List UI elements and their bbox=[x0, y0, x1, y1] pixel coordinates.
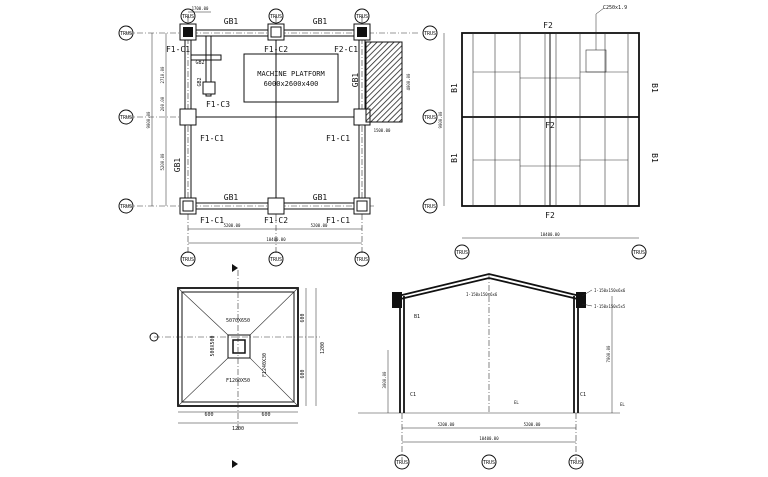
footing-detail: 5070X650 500X500 F1200X50 F1240X30 600 6… bbox=[149, 264, 326, 468]
dim-bottom-total: 10400.00 bbox=[266, 237, 286, 242]
dim-left-a: 2710.00 bbox=[160, 66, 165, 83]
side-label-1: B1 bbox=[450, 83, 459, 93]
section-grid-bubbles: TRUS TRUS TRUS bbox=[394, 454, 584, 470]
svg-text:TRUS: TRUS bbox=[270, 14, 282, 20]
footing-text: F1200X50 bbox=[226, 378, 250, 384]
svg-text:TRUS: TRUS bbox=[182, 257, 194, 263]
beam-label-6: GB1 bbox=[351, 73, 360, 88]
svg-text:TRUS: TRUS bbox=[483, 460, 495, 466]
svg-text:TRUS: TRUS bbox=[356, 14, 368, 20]
side-label-3: B1 bbox=[650, 83, 659, 93]
col-label-1: F1-C1 bbox=[166, 45, 190, 54]
foundation-plan: MACHINE PLATFORM 6000x2600x400 1500.00 4… bbox=[118, 6, 420, 267]
section-arrow-top bbox=[232, 264, 238, 272]
section-marker bbox=[149, 332, 159, 342]
platform-size: 6000x2600x400 bbox=[264, 80, 319, 88]
col-label-7: F1-C2 bbox=[264, 216, 288, 225]
dim-top-small: 1700.00 bbox=[192, 6, 209, 11]
section-beam: B1 bbox=[414, 314, 420, 320]
svg-text:TRUS: TRUS bbox=[424, 31, 436, 37]
svg-text:TRUS: TRUS bbox=[120, 31, 132, 37]
footing-dim-vt: 1200 bbox=[320, 342, 326, 354]
dim-left-b: 5200.00 bbox=[160, 153, 165, 170]
dim-left-c: 200.00 bbox=[160, 96, 165, 111]
beam-label-4: GB1 bbox=[313, 193, 328, 202]
footing-dim-left: 600 bbox=[204, 412, 213, 418]
section-dim-a: 5200.00 bbox=[438, 422, 455, 427]
dim-left-total: 9000.00 bbox=[146, 111, 151, 128]
svg-text:TRUS: TRUS bbox=[396, 460, 408, 466]
svg-text:TRUS: TRUS bbox=[633, 250, 645, 256]
col-label-5: F1-C1 bbox=[326, 134, 350, 143]
rafter-label-3: F2 bbox=[545, 211, 555, 220]
col-label-3: F2-C1 bbox=[334, 45, 358, 54]
footing-pedestal: 500X500 bbox=[210, 335, 216, 356]
hatched-pit bbox=[365, 41, 403, 123]
svg-text:TRUS: TRUS bbox=[182, 14, 194, 20]
beam-label-8: GB2 bbox=[197, 77, 203, 86]
platform-title: MACHINE PLATFORM bbox=[257, 70, 324, 78]
rafter-label-1: F2 bbox=[543, 21, 553, 30]
beam-label-7: GB2 bbox=[195, 60, 204, 66]
section-ground-1: EL bbox=[514, 400, 519, 405]
col-label-4: F1-C1 bbox=[200, 134, 224, 143]
footing-dim-v1: 600 bbox=[300, 313, 306, 322]
rafter-label-2: F2 bbox=[545, 121, 555, 130]
footing-dim-total: 1200 bbox=[232, 426, 244, 432]
dim-bottom-b: 5200.00 bbox=[311, 223, 328, 228]
footing-dim-v2: 600 bbox=[300, 369, 306, 378]
section-arrow-bottom bbox=[232, 460, 238, 468]
col-label-2: F1-C2 bbox=[264, 45, 288, 54]
beam-label-3: GB1 bbox=[224, 193, 239, 202]
svg-text:TRUS: TRUS bbox=[120, 115, 132, 121]
svg-text:TRUS: TRUS bbox=[570, 460, 582, 466]
plan-columns bbox=[179, 23, 371, 215]
svg-text:TRUS: TRUS bbox=[456, 250, 468, 256]
side-label-2: B1 bbox=[450, 153, 459, 163]
roof-grid-bubbles: TRUS TRUS TRUS TRUS TRUS bbox=[422, 25, 647, 260]
col-label-8: F1-C1 bbox=[326, 216, 350, 225]
section-rafter-spec: I-150x150x6x6 bbox=[466, 292, 498, 297]
col-label-9: F1-C3 bbox=[206, 100, 230, 109]
roof-plan: F2 F2 F2 B1 B1 B1 B1 C250x1.9 10400.00 9… bbox=[422, 5, 659, 260]
footing-dim-right: 600 bbox=[261, 412, 270, 418]
section-ground-2: EL bbox=[620, 402, 625, 407]
machine-platform bbox=[243, 53, 339, 103]
hatch-side-dim: 4000.00 bbox=[406, 73, 411, 90]
section-elevation: B1 C1 C1 I-150x150x6x6 I-150x150x6x6 I-1… bbox=[358, 273, 626, 470]
col-label-6: F1-C1 bbox=[200, 216, 224, 225]
svg-text:TRUS: TRUS bbox=[356, 257, 368, 263]
side-label-4: B1 bbox=[650, 153, 659, 163]
roof-dim-bottom: 10400.00 bbox=[540, 232, 560, 237]
footing-side-text: F1240X30 bbox=[262, 353, 268, 377]
section-dim-b: 5200.00 bbox=[524, 422, 541, 427]
beam-label-2: GB1 bbox=[313, 17, 328, 26]
footing-top-text: 5070X650 bbox=[226, 318, 250, 324]
roof-callout: C250x1.9 bbox=[603, 5, 627, 11]
dim-bottom-a: 5200.00 bbox=[224, 223, 241, 228]
section-left-col: C1 bbox=[410, 392, 416, 398]
svg-text:TRUS: TRUS bbox=[120, 204, 132, 210]
section-right-height: 7000.00 bbox=[606, 345, 611, 362]
beam-label-1: GB1 bbox=[224, 17, 239, 26]
svg-text:TRUS: TRUS bbox=[424, 204, 436, 210]
plan-grid-bubbles: TRUS TRUS TRUS TRUS TRUS TRUS TRUS TRUS … bbox=[118, 8, 370, 267]
section-left-height: 3000.00 bbox=[382, 371, 387, 388]
svg-text:TRUS: TRUS bbox=[424, 115, 436, 121]
section-spec-r2: I-150x150x5x5 bbox=[594, 304, 626, 309]
hatch-dim: 1500.00 bbox=[374, 128, 391, 133]
section-right-col: C1 bbox=[580, 392, 586, 398]
section-spec-r1: I-150x150x6x6 bbox=[594, 288, 626, 293]
roof-dim-left: 9000.00 bbox=[438, 111, 443, 128]
section-dim-total: 10400.00 bbox=[479, 436, 499, 441]
svg-text:TRUS: TRUS bbox=[270, 257, 282, 263]
beam-label-5: GB1 bbox=[173, 158, 182, 173]
